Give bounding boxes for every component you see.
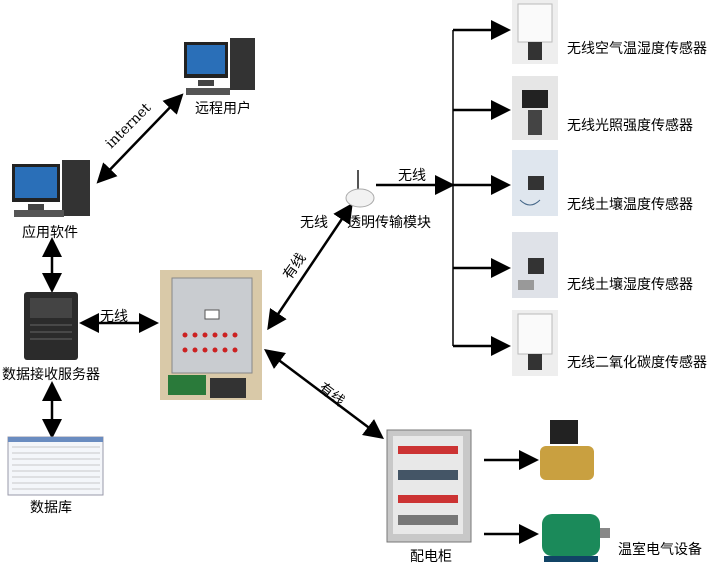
greenhouse-equipment-label: 温室电气设备 [618, 542, 702, 558]
sensor-label: 无线土壤温度传感器 [567, 197, 693, 213]
motor-photo [542, 514, 610, 562]
sensor-co2-photo [512, 310, 558, 376]
server-icon [24, 292, 78, 360]
wireless-module-prefix-label: 无线 [300, 215, 328, 231]
sensor-label: 无线空气温湿度传感器 [567, 41, 707, 57]
control-cabinet-photo [160, 270, 262, 400]
module-sensors-link-label: 无线 [398, 168, 426, 184]
cabinet-distribution-link [264, 349, 384, 439]
app-computer-icon [12, 160, 90, 217]
wireless-module-label: 透明传输模块 [347, 215, 431, 231]
sensor-soil-humidity-photo [512, 232, 558, 298]
wireless-router-icon [345, 170, 375, 208]
sensor-label: 无线光照强度传感器 [567, 118, 693, 134]
remote-user-label: 远程用户 [195, 101, 251, 117]
cabinet-module-link [267, 202, 353, 331]
data-server-label: 数据接收服务器 [2, 367, 100, 383]
remote-computer-icon [184, 38, 255, 95]
sensor-label: 无线土壤湿度传感器 [567, 277, 693, 293]
database-label: 数据库 [30, 500, 72, 516]
distribution-cabinet-photo [386, 429, 472, 543]
sensor-label: 无线二氧化碳度传感器 [567, 355, 707, 371]
server-cabinet-link-label: 无线 [100, 309, 128, 325]
internet-link [96, 93, 184, 184]
app-software-label: 应用软件 [22, 225, 78, 241]
sensor-air-photo [512, 0, 558, 64]
database-table-icon [7, 436, 104, 496]
distribution-cabinet-label: 配电柜 [410, 549, 452, 565]
sensor-soil-temp-photo [512, 150, 558, 216]
solenoid-valve-photo [540, 420, 594, 480]
sensor-light-photo [512, 76, 558, 140]
